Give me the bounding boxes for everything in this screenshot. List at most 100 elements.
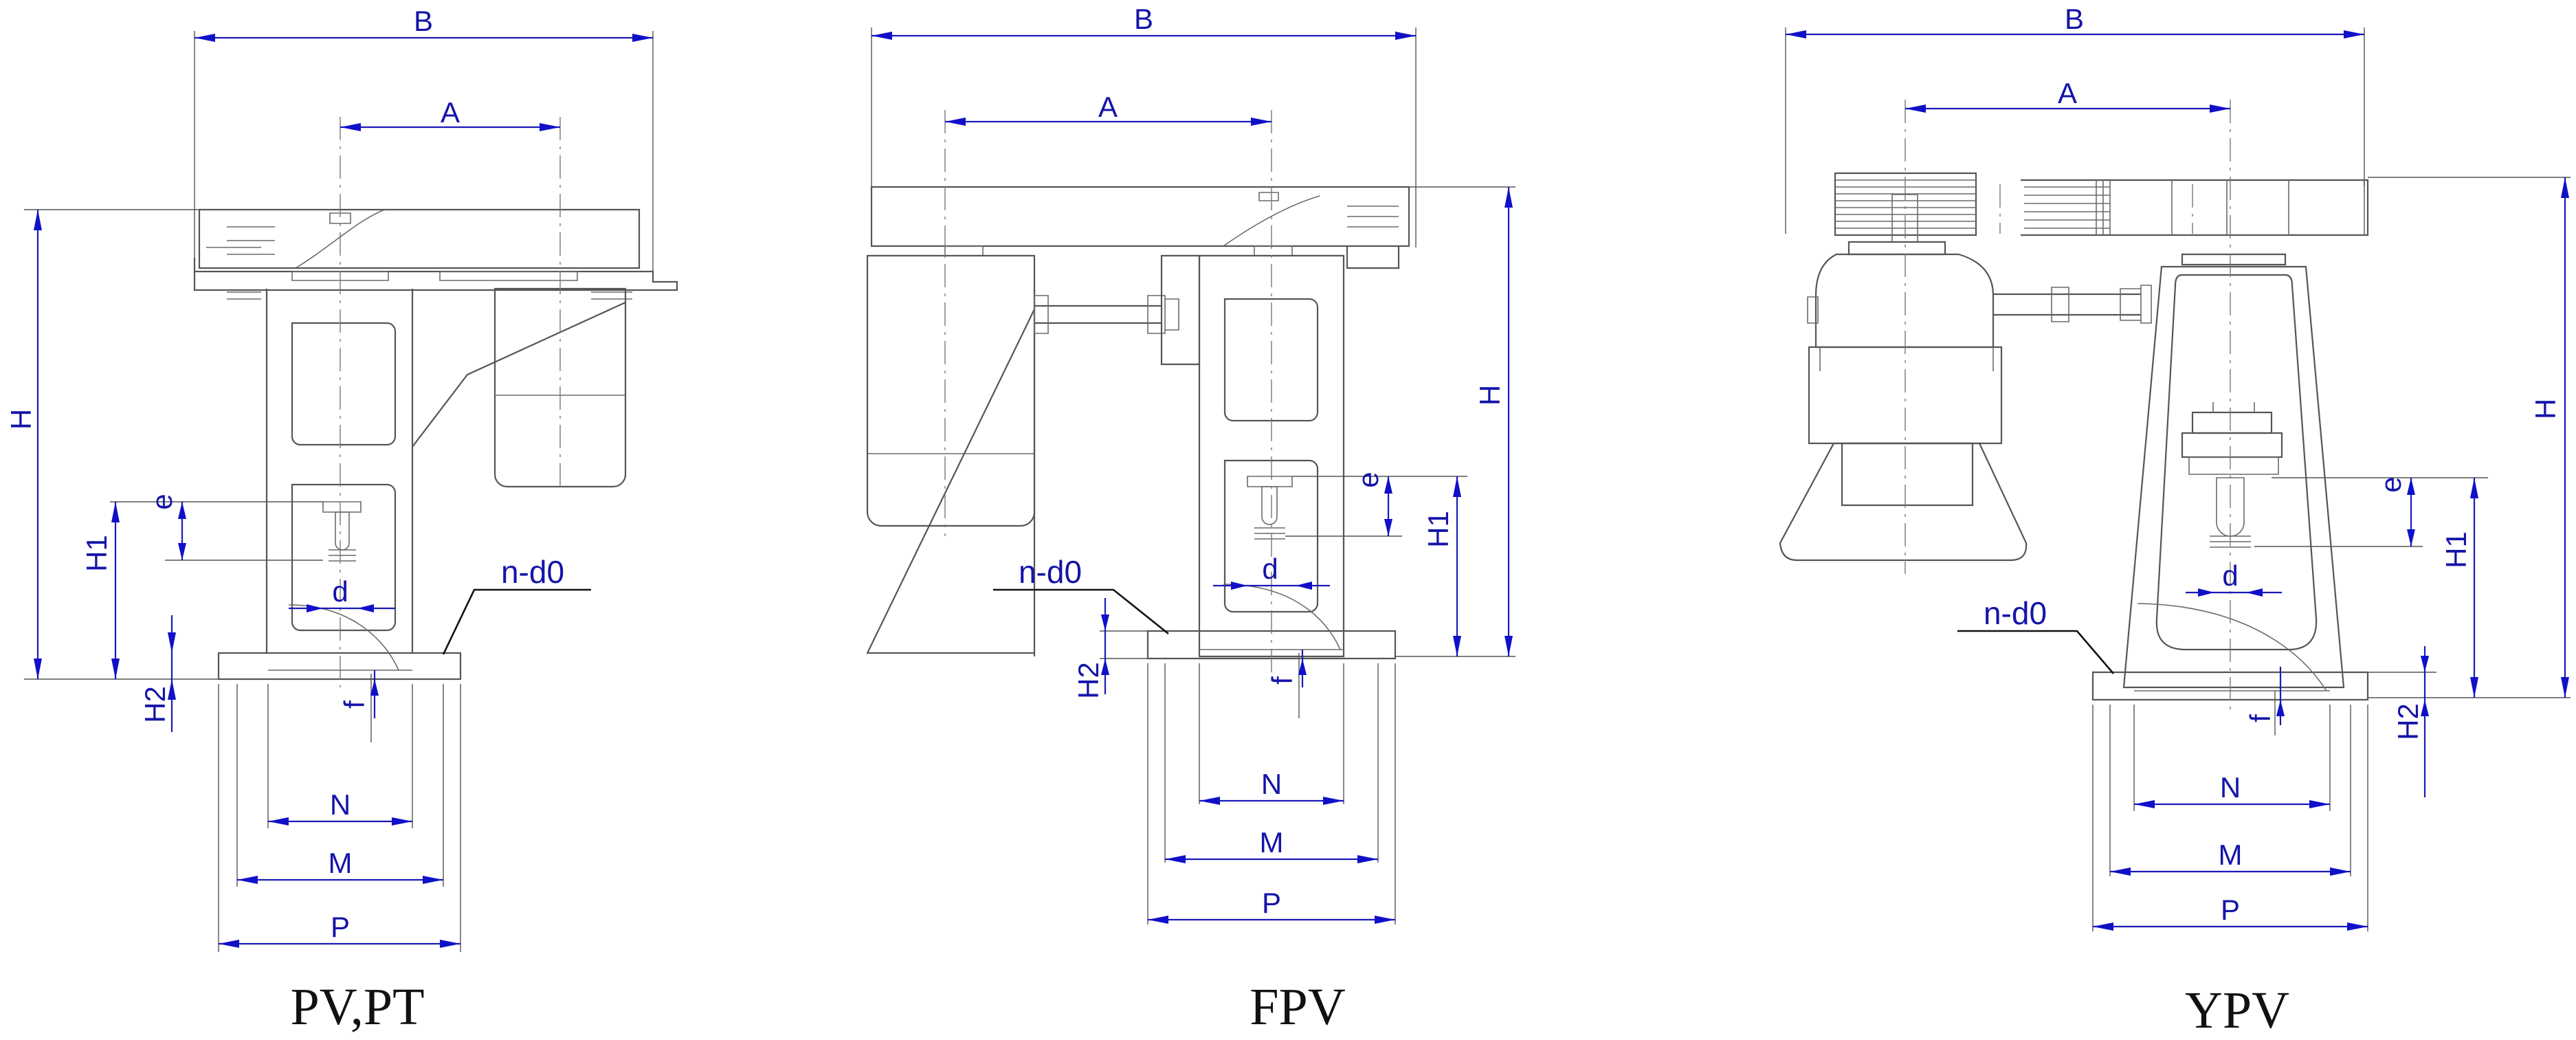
fpv-base-plate	[1146, 630, 1397, 660]
ypv-label-p: P	[2221, 894, 2240, 926]
ypv-leader-nd0	[1957, 630, 2114, 674]
ypv-bearing-low	[2188, 456, 2279, 475]
fpv-shaft-cap	[1247, 476, 1293, 487]
fpv-arrow	[1504, 187, 1513, 208]
pv-shaft-rings	[329, 549, 356, 562]
fpv-arrow	[1148, 916, 1168, 924]
ypv-arrow	[2421, 656, 2429, 672]
ypv-label-e: e	[2375, 476, 2407, 492]
fpv-arrow	[1199, 797, 1220, 805]
ypv-ext-h	[2368, 177, 2571, 698]
pv-label-n: N	[330, 788, 351, 821]
fpv-arrow	[1298, 659, 1307, 675]
fpv-arrow	[1101, 615, 1109, 631]
pv-arrow	[178, 543, 186, 560]
pv-leader-nd0	[442, 588, 591, 655]
view-fpv: B A H H1 H2 e d f n-d0 N M P FPV	[866, 3, 1515, 1036]
ypv-guard-right	[2021, 179, 2369, 236]
pv-arrow	[168, 632, 176, 653]
pv-arrow	[34, 659, 42, 679]
fpv-arrow	[871, 32, 892, 40]
fpv-motor-brace	[866, 309, 1035, 654]
ypv-motor-body	[1808, 346, 2003, 445]
fpv-arrow	[1101, 659, 1109, 675]
fpv-arrow	[1165, 855, 1186, 863]
fpv-arrow	[1453, 636, 1461, 656]
view-pv-pt: B A H H1 H2 e d f n-d0 N M P PV,PT	[5, 5, 678, 1036]
pv-arrow	[632, 34, 653, 42]
pv-label-a: A	[441, 96, 460, 129]
fpv-arrow	[1453, 476, 1461, 497]
ypv-label-nd0: n-d0	[1984, 595, 2047, 631]
pv-arrow	[307, 604, 323, 612]
ypv-guard-break	[1999, 184, 2193, 234]
pv-arrow	[340, 123, 361, 131]
fpv-ext-h2	[1100, 630, 1300, 718]
ypv-label-f: f	[2244, 714, 2276, 722]
fpv-window-lower	[1223, 459, 1319, 613]
fpv-caption: FPV	[1250, 978, 1346, 1036]
fpv-shaft-key	[1261, 486, 1278, 525]
fpv-top-plate	[870, 186, 1410, 247]
ypv-column	[2122, 265, 2345, 689]
ypv-arrow	[2561, 177, 2569, 198]
pv-label-e: e	[146, 494, 178, 509]
pv-label-h2: H2	[139, 686, 171, 723]
view-ypv: B A H H1 H2 e d f n-d0 N M P YPV	[1779, 3, 2571, 1039]
pv-label-b: B	[414, 5, 433, 37]
fpv-right-bracket	[1346, 246, 1400, 269]
pv-base-plate	[217, 652, 462, 681]
fpv-arrow	[1231, 582, 1247, 590]
ypv-arrow	[2407, 478, 2415, 495]
fpv-arrow	[1251, 118, 1272, 126]
ypv-label-a: A	[2058, 77, 2077, 109]
pv-bolt-head	[329, 212, 351, 224]
ypv-ext-e	[2254, 477, 2488, 547]
pv-arrow	[440, 940, 460, 948]
pv-arrow	[370, 679, 379, 696]
ypv-arrow	[2421, 700, 2429, 716]
pv-diagonal-brace	[412, 301, 626, 447]
fpv-arrow	[1384, 476, 1392, 494]
ypv-arrow	[2470, 478, 2478, 498]
fpv-label-p: P	[1262, 887, 1281, 919]
fpv-ext-h	[1395, 186, 1515, 657]
fpv-motor-body	[866, 254, 1036, 527]
ypv-arrow	[1786, 30, 1806, 38]
pv-arrow	[392, 817, 412, 826]
pv-ext-b	[194, 31, 654, 275]
ypv-label-h: H	[2529, 399, 2562, 419]
ypv-ext-b	[1785, 27, 2365, 234]
pv-ext-base	[218, 684, 461, 952]
pv-label-m: M	[329, 847, 353, 879]
pv-ext-h	[24, 209, 227, 680]
fpv-arrow	[1357, 855, 1378, 863]
ypv-guard-right-hatch	[2024, 180, 2365, 235]
fpv-label-h: H	[1474, 385, 1506, 406]
ypv-base-arc	[2137, 603, 2327, 692]
ypv-arrow	[2093, 922, 2113, 931]
pv-arrow	[34, 210, 42, 230]
pv-top-flange	[193, 258, 678, 291]
pv-arrow	[423, 876, 443, 884]
pv-top-detail	[206, 226, 275, 255]
ypv-arrow	[2110, 867, 2131, 876]
pv-arrow	[219, 940, 239, 948]
fpv-top-curve	[1223, 195, 1320, 247]
ypv-bearing-stud	[2212, 402, 2255, 412]
fpv-label-f: f	[1266, 676, 1298, 685]
ypv-arrow	[2246, 588, 2263, 597]
ypv-label-n: N	[2220, 771, 2241, 804]
pv-arrow	[237, 876, 258, 884]
pv-label-d: d	[332, 575, 348, 608]
ypv-arrow	[1905, 104, 1926, 113]
fpv-bolt-head	[1258, 192, 1279, 201]
pv-arrow	[268, 817, 289, 826]
pv-base-arc	[288, 604, 399, 671]
pv-window-upper	[291, 322, 397, 446]
fpv-label-b: B	[1134, 3, 1153, 35]
ypv-motor-lug	[1807, 296, 1819, 324]
pv-arrow	[111, 659, 120, 679]
fpv-arrow	[945, 118, 966, 126]
ypv-column-window	[2155, 274, 2318, 651]
